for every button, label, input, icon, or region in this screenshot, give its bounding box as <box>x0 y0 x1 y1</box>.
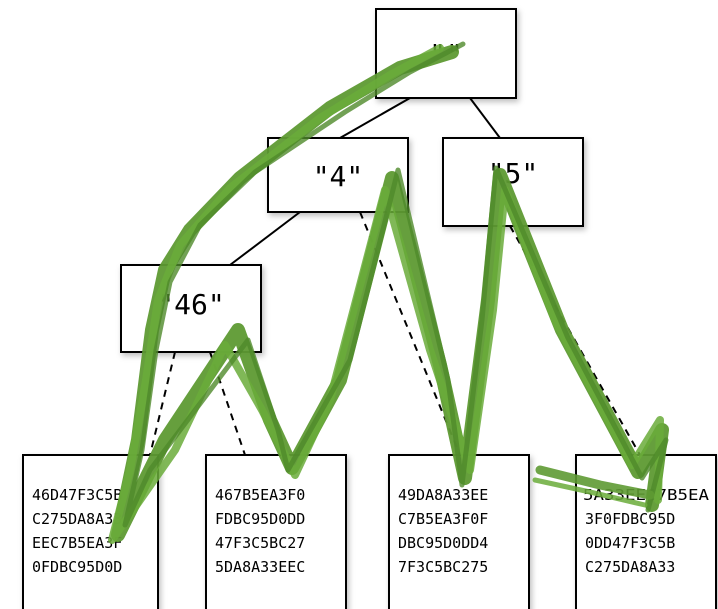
leaf-3-line-3: DBC95D0DD4 <box>398 534 488 552</box>
leaf-node-4: 5A33EEC7B5EA 3F0FDBC95D 0DD47F3C5B C275D… <box>575 454 717 609</box>
edge-4-to-46 <box>229 211 301 266</box>
leaf-3-line-1: 49DA8A33EE <box>398 486 488 504</box>
leaf-1-line-3: EEC7B5EA3F <box>32 534 122 552</box>
leaf-4-line-4: C275DA8A33 <box>585 558 675 576</box>
leaf-2-line-1: 467B5EA3F0 <box>215 486 305 504</box>
traversal-stroke-3 <box>122 41 669 528</box>
traversal-path <box>108 41 669 544</box>
leaf-3-line-4: 7F3C5BC275 <box>398 558 488 576</box>
leaf-node-2: 467B5EA3F0 FDBC95D0DD 47F3C5BC27 5DA8A33… <box>205 454 347 609</box>
leaf-1-line-1: 46D47F3C5B <box>32 486 122 504</box>
traversal-stroke-4 <box>535 465 655 500</box>
leaf-node-1: 46D47F3C5B C275DA8A33 EEC7B5EA3F 0FDBC95… <box>22 454 159 609</box>
leaf-1-line-2: C275DA8A33 <box>32 510 122 528</box>
leaf-2-line-2: FDBC95D0DD <box>215 510 305 528</box>
edge-root-to-4 <box>339 97 411 139</box>
leaf-2-line-3: 47F3C5BC27 <box>215 534 305 552</box>
leaf-4-line-2: 3F0FDBC95D <box>585 510 675 528</box>
edge-root-to-5 <box>469 97 501 139</box>
leaf-2-line-4: 5DA8A33EEC <box>215 558 305 576</box>
traversal-stroke-5 <box>532 477 648 508</box>
node-label-4: "4" <box>313 160 364 193</box>
edge-46-to-leaf1 <box>149 351 176 456</box>
leaf-3-line-2: C7B5EA3F0F <box>398 510 488 528</box>
leaf-4-line-3: 0DD47F3C5B <box>585 534 675 552</box>
leaf-1-line-4: 0FDBC95D0D <box>32 558 122 576</box>
